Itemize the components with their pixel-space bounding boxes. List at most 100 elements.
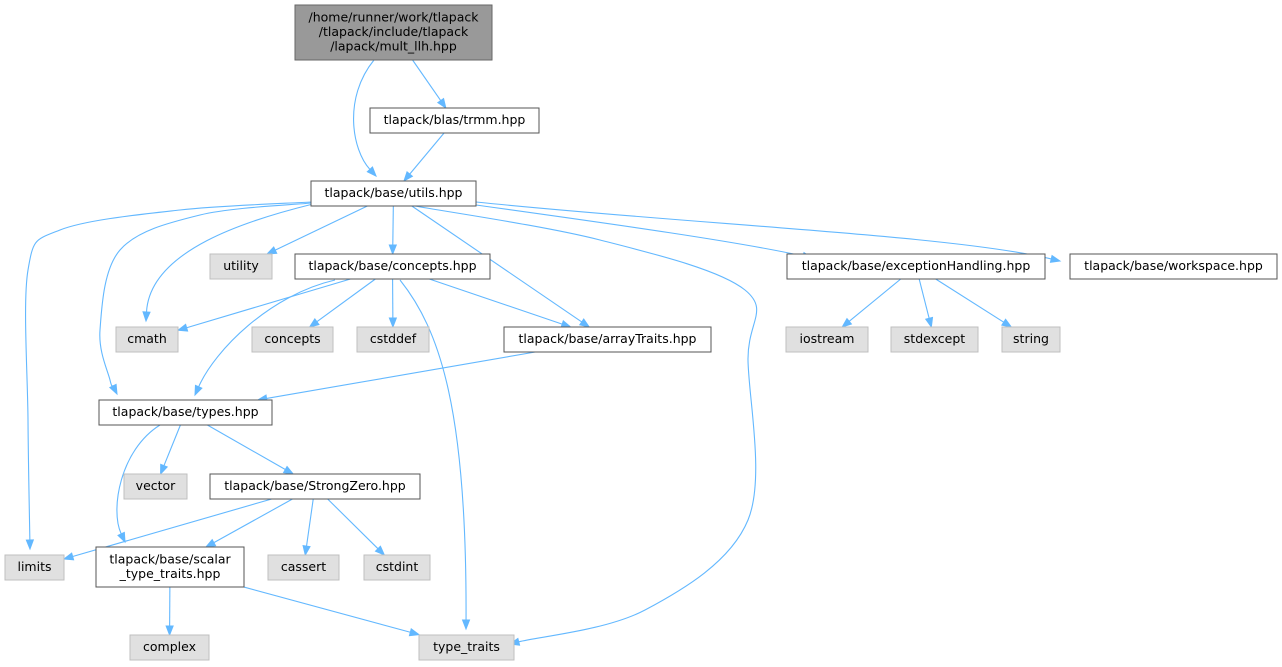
node-label: cassert — [281, 559, 326, 574]
edge-arrowhead — [841, 317, 853, 328]
node-strongzero[interactable]: tlapack/base/StrongZero.hpp — [209, 473, 421, 500]
node-box — [123, 473, 188, 500]
node-box — [890, 326, 979, 353]
node-box — [98, 399, 273, 426]
edge-concepts_hpp-to-cmath — [176, 278, 351, 332]
edge-arrowhead — [117, 531, 126, 544]
node-label: /lapack/mult_llh.hpp — [330, 39, 457, 54]
node-concepts: concepts — [251, 326, 334, 353]
node-box — [786, 253, 1046, 280]
node-label: limits — [17, 559, 51, 574]
edge-arrowhead — [388, 244, 398, 256]
edge-arrowhead — [302, 544, 311, 557]
edge-line — [327, 498, 379, 550]
node-box — [418, 634, 515, 661]
edge-trmm-to-utils — [403, 132, 445, 183]
edge-line — [399, 279, 467, 621]
edge-line — [414, 205, 758, 643]
node-label: /home/runner/work/tlapack — [308, 10, 479, 25]
node-scalar[interactable]: tlapack/base/scalar_type_traits.hpp — [95, 546, 245, 588]
edge-exceptionHandling-to-string — [935, 278, 1013, 328]
node-label: stdexcept — [904, 331, 965, 346]
edge-line — [145, 203, 314, 313]
edge-scalar-to-type_traits — [243, 586, 421, 637]
edge-line — [412, 59, 442, 101]
node-box — [115, 326, 179, 353]
node-box — [1001, 326, 1061, 353]
node-box — [129, 634, 210, 661]
node-utils[interactable]: tlapack/base/utils.hpp — [310, 180, 477, 207]
node-label: cstddef — [370, 331, 417, 346]
node-label: tlapack/base/utils.hpp — [324, 185, 462, 200]
edge-arrayTraits-to-types — [256, 351, 536, 403]
edge-line — [243, 586, 411, 633]
edge-arrowhead — [194, 384, 203, 397]
edge-arrowhead — [388, 317, 398, 329]
edge-arrowhead — [403, 170, 414, 183]
edge-utils-to-types — [99, 202, 312, 396]
node-box — [209, 473, 421, 500]
edge-line — [213, 498, 293, 544]
node-box — [363, 554, 431, 581]
node-type_traits: type_traits — [418, 634, 515, 661]
node-label: tlapack/base/scalar — [109, 551, 231, 566]
node-stdexcept: stdexcept — [890, 326, 979, 353]
node-box — [1069, 253, 1278, 280]
edge-utils-to-limits — [25, 201, 312, 551]
node-workspace[interactable]: tlapack/base/workspace.hpp — [1069, 253, 1278, 280]
node-concepts_hpp[interactable]: tlapack/base/concepts.hpp — [294, 253, 491, 280]
edge-line — [475, 201, 1052, 260]
node-label: tlapack/base/StrongZero.hpp — [224, 478, 406, 493]
edge-utils-to-workspace — [475, 201, 1062, 263]
edge-arrowhead — [578, 318, 591, 328]
edge-arrowhead — [160, 463, 169, 476]
node-mult_llh[interactable]: /home/runner/work/tlapack/tlapack/includ… — [294, 4, 493, 61]
node-arrayTraits[interactable]: tlapack/base/arrayTraits.hpp — [503, 326, 712, 353]
edge-utils-to-utility — [265, 205, 368, 255]
edge-line — [429, 278, 563, 325]
edge-line — [848, 278, 902, 322]
edge-arrowhead — [374, 545, 386, 556]
node-label: tlapack/blas/trmm.hpp — [384, 112, 526, 127]
node-box — [294, 253, 491, 280]
node-label: tlapack/base/workspace.hpp — [1084, 258, 1263, 273]
edge-arrowhead — [142, 311, 151, 323]
edge-strongzero-to-scalar — [204, 498, 293, 548]
edge-arrowhead — [282, 465, 295, 475]
node-label: _type_traits.hpp — [119, 566, 221, 581]
edge-utils-to-arrayTraits — [411, 205, 591, 328]
edge-types-to-strongzero — [207, 424, 295, 475]
edge-types-to-scalar — [116, 424, 161, 544]
edge-arrowhead — [1049, 254, 1062, 263]
edge-line — [475, 204, 804, 257]
edge-arrowhead — [108, 383, 118, 396]
edge-mult_llh-to-utils — [353, 59, 377, 178]
node-box — [310, 180, 477, 207]
node-box — [785, 326, 869, 353]
edge-arrowhead — [366, 166, 377, 178]
node-label: utility — [223, 258, 259, 273]
edge-arrowhead — [204, 538, 217, 548]
edge-line — [935, 278, 1005, 323]
node-types[interactable]: tlapack/base/types.hpp — [98, 399, 273, 426]
edge-arrowhead — [265, 246, 278, 255]
node-box — [503, 326, 712, 353]
edge-line — [99, 202, 312, 387]
edge-line — [353, 59, 375, 170]
node-limits: limits — [4, 554, 65, 581]
node-label: cmath — [127, 331, 167, 346]
edge-line — [411, 205, 583, 323]
edge-strongzero-to-cstdint — [327, 498, 386, 556]
edge-arrowhead — [461, 619, 471, 631]
node-box — [356, 326, 430, 353]
node-exceptionHandling[interactable]: tlapack/base/exceptionHandling.hpp — [786, 253, 1046, 280]
edge-line — [186, 278, 351, 329]
node-complex: complex — [129, 634, 210, 661]
node-label: type_traits — [433, 639, 500, 654]
node-label: tlapack/base/arrayTraits.hpp — [519, 331, 697, 346]
node-cstddef: cstddef — [356, 326, 430, 353]
node-trmm[interactable]: tlapack/blas/trmm.hpp — [369, 107, 540, 134]
edge-line — [305, 498, 314, 547]
edge-line — [316, 278, 376, 323]
